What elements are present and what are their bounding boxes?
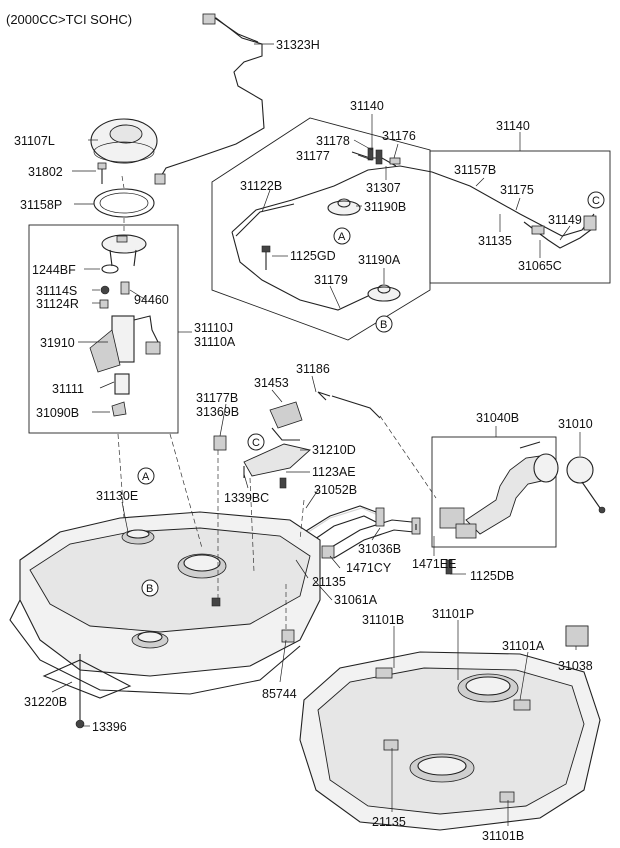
label-31453: 31453 bbox=[254, 376, 289, 390]
vent-valve-assembly bbox=[213, 391, 381, 489]
label-31124R: 31124R bbox=[36, 297, 79, 311]
label-31052B: 31052B bbox=[314, 483, 357, 497]
label-31157B: 31157B bbox=[454, 163, 496, 177]
label-1123AE: 1123AE bbox=[312, 465, 356, 479]
dashed-guide-lines bbox=[117, 175, 437, 632]
label-31101B-bottom: 31101B bbox=[482, 829, 524, 843]
fuel-line-31323H bbox=[154, 13, 265, 185]
label-1339BC: 1339BC bbox=[224, 491, 269, 505]
label-31122B: 31122B bbox=[240, 179, 282, 193]
label-31210D: 31210D bbox=[312, 443, 356, 457]
label-21135-top: 21135 bbox=[312, 575, 346, 589]
label-31107L: 31107L bbox=[14, 134, 55, 148]
label-21135-bottom: 21135 bbox=[372, 815, 406, 829]
ref-circle-c-middle bbox=[247, 433, 265, 451]
label-1125DB: 1125DB bbox=[470, 569, 514, 583]
label-31369B: 31369B bbox=[196, 405, 239, 419]
label-1244BF: 1244BF bbox=[32, 263, 76, 277]
label-31135: 31135 bbox=[478, 234, 512, 248]
ref-circle-a-upper bbox=[333, 227, 351, 245]
fuel-tank-alt bbox=[299, 625, 601, 831]
label-94460: 94460 bbox=[134, 293, 169, 307]
ref-letter-a-lower: A bbox=[142, 471, 150, 483]
label-31061A: 31061A bbox=[334, 593, 378, 607]
pump-cover-31107L bbox=[90, 118, 158, 164]
label-1125GD: 1125GD bbox=[290, 249, 336, 263]
filler-neck-box bbox=[431, 436, 557, 548]
filler-hoses bbox=[291, 505, 453, 575]
fuel-tank-main bbox=[9, 511, 321, 729]
label-31101A: 31101A bbox=[502, 639, 545, 653]
label-31090B: 31090B bbox=[36, 406, 79, 420]
label-31114S: 31114S bbox=[36, 284, 77, 298]
label-1471EE: 1471EE bbox=[412, 557, 456, 571]
label-31175: 31175 bbox=[500, 183, 534, 197]
label-31110A: 31110A bbox=[194, 335, 236, 349]
ref-circle-b-upper bbox=[375, 315, 393, 333]
label-31101P: 31101P bbox=[432, 607, 474, 621]
label-31910: 31910 bbox=[40, 336, 75, 350]
label-1471CY: 1471CY bbox=[346, 561, 392, 575]
label-31149: 31149 bbox=[548, 213, 582, 227]
label-31101B: 31101B bbox=[362, 613, 404, 627]
label-31038: 31038 bbox=[558, 659, 593, 673]
label-31307: 31307 bbox=[366, 181, 401, 195]
label-31179: 31179 bbox=[314, 273, 348, 287]
ref-letter-c-right: C bbox=[592, 195, 600, 207]
leader-lines bbox=[51, 43, 581, 826]
filler-neck-assembly bbox=[439, 441, 606, 539]
label-31186: 31186 bbox=[296, 362, 330, 376]
ref-letter-c-middle: C bbox=[252, 437, 260, 449]
gasket-31158P bbox=[93, 188, 155, 218]
label-plate-31038 bbox=[565, 625, 589, 647]
label-85744: 85744 bbox=[262, 687, 297, 701]
label-31178: 31178 bbox=[316, 134, 350, 148]
label-31190B: 31190B bbox=[364, 200, 406, 214]
bolt-31802 bbox=[97, 162, 107, 184]
diagram-title: (2000CC>TCI SOHC) bbox=[6, 12, 132, 27]
label-31111: 31111 bbox=[52, 382, 84, 396]
ref-circle-c-right bbox=[587, 191, 605, 209]
label-31040B: 31040B bbox=[476, 411, 519, 425]
label-31190A: 31190A bbox=[358, 253, 401, 267]
pump-assembly-box bbox=[28, 224, 179, 434]
vapor-group-box-1 bbox=[211, 117, 431, 341]
label-31177: 31177 bbox=[296, 149, 330, 163]
label-31158P: 31158P bbox=[20, 198, 62, 212]
label-31036B: 31036B bbox=[358, 542, 401, 556]
ref-circle-a-lower bbox=[137, 467, 155, 485]
fuel-pump-assembly bbox=[89, 234, 161, 417]
reference-markers: A B C C A B bbox=[137, 191, 605, 597]
part-labels: 31323H 31107L 31802 31158P 1244BF 31114S… bbox=[14, 38, 593, 843]
label-31065C: 31065C bbox=[518, 259, 562, 273]
label-31140-right: 31140 bbox=[496, 119, 530, 133]
label-31323H: 31323H bbox=[276, 38, 320, 52]
ref-letter-a-upper: A bbox=[338, 231, 346, 243]
vapor-lines bbox=[231, 147, 597, 311]
label-31110J: 31110J bbox=[194, 321, 233, 335]
label-31130E: 31130E bbox=[96, 489, 138, 503]
label-31220B: 31220B bbox=[24, 695, 67, 709]
label-31140-left: 31140 bbox=[350, 99, 384, 113]
label-31802: 31802 bbox=[28, 165, 63, 179]
label-13396: 13396 bbox=[92, 720, 127, 734]
label-31176: 31176 bbox=[382, 129, 416, 143]
ref-letter-b-lower: B bbox=[146, 583, 153, 595]
ref-circle-b-lower bbox=[141, 579, 159, 597]
label-31177B: 31177B bbox=[196, 391, 238, 405]
ref-letter-b-upper: B bbox=[380, 319, 387, 331]
label-31010: 31010 bbox=[558, 417, 593, 431]
